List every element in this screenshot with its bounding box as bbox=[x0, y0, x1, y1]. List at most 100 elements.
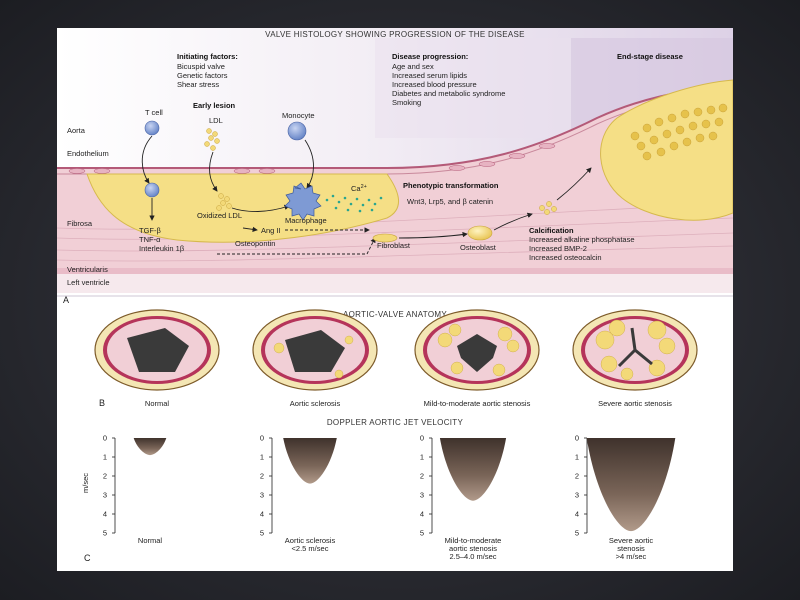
disease-progression-item: Increased blood pressure bbox=[392, 80, 477, 89]
osteoblast-label: Osteoblast bbox=[460, 243, 497, 252]
t-cell-label: T cell bbox=[145, 108, 163, 117]
doppler-label: 2.5–4.0 m/sec bbox=[449, 552, 496, 561]
tick-label: 2 bbox=[575, 472, 579, 481]
valve-label: Severe aortic stenosis bbox=[598, 399, 672, 408]
disease-progression-item: Increased serum lipids bbox=[392, 71, 467, 80]
doppler-label: Normal bbox=[138, 536, 163, 545]
tick-label: 0 bbox=[103, 434, 107, 443]
oxidized-ldl-label: Oxidized LDL bbox=[197, 211, 242, 220]
tick-label: 5 bbox=[260, 529, 264, 538]
calcification-item: Increased alkaline phosphatase bbox=[529, 235, 635, 244]
cytokine-label: TGF-β bbox=[139, 226, 161, 235]
panel-b-letter: B bbox=[99, 398, 105, 408]
valve-sclerosis bbox=[252, 309, 378, 391]
disease-progression-item: Smoking bbox=[392, 98, 421, 107]
calcification-item: Increased BMP-2 bbox=[529, 244, 587, 253]
doppler-label: Mild-to-moderate bbox=[445, 536, 502, 545]
fibroblast-icon bbox=[372, 233, 398, 243]
calcification-particles-icon bbox=[539, 201, 557, 215]
doppler-label: Aortic sclerosis bbox=[285, 536, 336, 545]
panel-a: VALVE HISTOLOGY SHOWING PROGRESSION OF T… bbox=[57, 28, 733, 305]
jet-velocity-envelope bbox=[133, 438, 167, 456]
tick-label: 2 bbox=[103, 472, 107, 481]
ang-ii-label: Ang II bbox=[261, 226, 281, 235]
figure: VALVE HISTOLOGY SHOWING PROGRESSION OF T… bbox=[57, 28, 733, 563]
valve-severe-stenosis bbox=[572, 309, 698, 391]
tick-label: 0 bbox=[260, 434, 264, 443]
osteoblast-icon bbox=[467, 225, 493, 241]
cytokine-label: TNF-α bbox=[139, 235, 161, 244]
panel-a-title: VALVE HISTOLOGY SHOWING PROGRESSION OF T… bbox=[265, 30, 525, 39]
monocyte-label: Monocyte bbox=[282, 111, 315, 120]
layer-label-aorta: Aorta bbox=[67, 126, 86, 135]
tick-label: 1 bbox=[575, 453, 579, 462]
initiating-factors-heading: Initiating factors: bbox=[177, 52, 238, 61]
fibroblast-label: Fibroblast bbox=[377, 241, 411, 250]
panel-b: AORTIC-VALVE ANATOMY Normal Aortic scler… bbox=[94, 309, 698, 408]
initiating-factor-item: Bicuspid valve bbox=[177, 62, 225, 71]
doppler-label: Severe aortic bbox=[609, 536, 653, 545]
doppler-label: stenosis bbox=[617, 544, 645, 553]
end-stage-heading: End-stage disease bbox=[617, 52, 683, 61]
doppler-label: >4 m/sec bbox=[616, 552, 647, 561]
jet-velocity-envelope bbox=[283, 438, 337, 484]
tick-label: 1 bbox=[420, 453, 424, 462]
jet-velocity-envelope bbox=[439, 438, 507, 501]
early-lesion-heading: Early lesion bbox=[193, 101, 236, 110]
tick-label: 3 bbox=[103, 491, 107, 500]
panel-c: DOPPLER AORTIC JET VELOCITY m/sec 0 1 2 3 4 5… bbox=[81, 418, 676, 563]
tick-label: 3 bbox=[260, 491, 264, 500]
ldl-particles-icon bbox=[204, 128, 220, 151]
layer-label-fibrosa: Fibrosa bbox=[67, 219, 93, 228]
tick-label: 4 bbox=[575, 510, 579, 519]
tick-label: 5 bbox=[420, 529, 424, 538]
tick-label: 4 bbox=[260, 510, 264, 519]
jet-velocity-envelope bbox=[586, 438, 676, 532]
layer-label-endothelium: Endothelium bbox=[67, 149, 109, 158]
macrophage-label: Macrophage bbox=[285, 216, 327, 225]
panel-a-letter: A bbox=[63, 295, 69, 305]
calcium-label: Ca2+ bbox=[351, 184, 367, 193]
disease-progression-item: Age and sex bbox=[392, 62, 434, 71]
panel-b-title: AORTIC-VALVE ANATOMY bbox=[343, 310, 447, 319]
endothelial-cells bbox=[68, 143, 556, 174]
doppler-label: aortic stenosis bbox=[449, 544, 497, 553]
tick-label: 5 bbox=[103, 529, 107, 538]
tick-label: 2 bbox=[420, 472, 424, 481]
valve-normal bbox=[94, 309, 220, 391]
valve-label: Aortic sclerosis bbox=[290, 399, 341, 408]
t-cell-icon bbox=[144, 120, 160, 136]
initiating-factor-item: Shear stress bbox=[177, 80, 219, 89]
cytokine-label: Interleukin 1β bbox=[139, 244, 185, 253]
monocyte-icon bbox=[287, 121, 307, 141]
tick-label: 5 bbox=[575, 529, 579, 538]
tick-label: 0 bbox=[575, 434, 579, 443]
tick-label: 0 bbox=[420, 434, 424, 443]
calcium-ions-icon bbox=[325, 194, 383, 213]
slide: VALVE HISTOLOGY SHOWING PROGRESSION OF T… bbox=[57, 28, 733, 571]
tick-label: 1 bbox=[260, 453, 264, 462]
tick-label: 4 bbox=[103, 510, 107, 519]
valve-label: Mild-to-moderate aortic stenosis bbox=[424, 399, 531, 408]
panel-c-title: DOPPLER AORTIC JET VELOCITY bbox=[327, 418, 464, 427]
layer-label-left-ventricle: Left ventricle bbox=[67, 278, 110, 287]
y-axis-label: m/sec bbox=[81, 473, 90, 493]
disease-progression-item: Diabetes and metabolic syndrome bbox=[392, 89, 505, 98]
tick-label: 2 bbox=[260, 472, 264, 481]
valve-mild-moderate-stenosis bbox=[414, 309, 540, 391]
panel-c-letter: C bbox=[84, 553, 91, 563]
osteopontin-label: Osteopontin bbox=[235, 239, 275, 248]
calcification-item: Increased osteocalcin bbox=[529, 253, 602, 262]
oxidized-ldl-particles-icon bbox=[216, 193, 232, 211]
doppler-label: <2.5 m/sec bbox=[292, 544, 329, 553]
tick-label: 3 bbox=[575, 491, 579, 500]
calcium-nodules bbox=[630, 103, 728, 161]
early-lesion-pocket bbox=[86, 173, 399, 243]
layer-label-ventricularis: Ventricularis bbox=[67, 265, 108, 274]
ldl-label: LDL bbox=[209, 116, 223, 125]
